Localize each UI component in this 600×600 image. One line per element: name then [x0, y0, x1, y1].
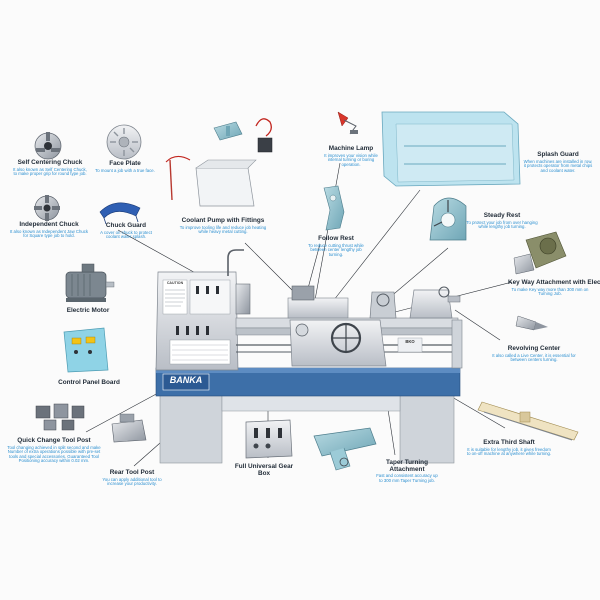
third-shaft-desc: It is suitable for lengthy job, it gives… — [466, 446, 552, 457]
model-badge-text: BKO — [405, 339, 415, 344]
electric-motor-title: Electric Motor — [66, 307, 110, 314]
coolant-pump-image — [165, 118, 273, 207]
splash-guard-connector — [329, 189, 421, 306]
chuck-guard-desc: A cover on chuck to protect coolant wate… — [100, 229, 152, 240]
follow-rest-image — [323, 185, 345, 231]
caution-plate — [162, 279, 188, 315]
model-badge — [397, 337, 423, 353]
revolving-center-connector — [454, 309, 501, 341]
taper-turning-title: Taper Turning Attachment — [385, 459, 428, 473]
control-panel-title: Control Panel Board — [58, 379, 120, 386]
steady-rest-label: Steady Rest To protect your job from ove… — [466, 212, 538, 230]
independent-chuck-title: Independent Chuck — [19, 221, 79, 228]
steady-rest-image — [429, 197, 467, 241]
revolving-center-title: Revolving Center — [507, 345, 561, 352]
brand-logo-plate — [162, 373, 210, 391]
coolant-pump-desc: To improve tooling life and reduce job h… — [179, 224, 267, 235]
rear-tool-post-label: Rear Tool Post You can apply additional … — [100, 469, 164, 487]
key-way-attachment-image — [513, 231, 567, 275]
splash-guard-desc: When machines are installed in row, it p… — [523, 158, 593, 173]
face-plate-image — [106, 124, 142, 160]
steady-rest-title: Steady Rest — [483, 212, 521, 219]
independent-chuck-image — [34, 195, 60, 221]
chuck-guard-label: Chuck Guard A cover on chuck to protect … — [94, 222, 158, 240]
coolant-pump-title: Coolant Pump with Fittings — [181, 217, 265, 224]
control-panel-image — [63, 327, 109, 373]
chuck-guard-image — [99, 202, 141, 225]
independent-chuck-label: Independent Chuck It also known as Indep… — [8, 221, 90, 239]
gear-box-label: Full Universal Gear Box — [234, 463, 294, 477]
brand-logo: BANKA — [169, 375, 203, 385]
left-base-cabinet — [159, 394, 223, 464]
coolant-pump-label: Coolant Pump with Fittings To improve to… — [176, 217, 270, 235]
splash-guard-label: Splash Guard When machines are installed… — [522, 151, 594, 173]
steady-rest-desc: To protect your job from over hanging wh… — [466, 219, 538, 230]
rear-tool-post-title: Rear Tool Post — [109, 469, 155, 476]
quick-change-label: Quick Change Tool Post Tool changing ach… — [6, 437, 102, 464]
self-centering-chuck-desc: It also known as Self Centering Chuck, t… — [13, 166, 87, 177]
machine-lamp-title: Machine Lamp — [328, 145, 374, 152]
face-plate-desc: To mount a job with a true face. — [95, 167, 155, 173]
self-centering-chuck-image — [34, 132, 62, 160]
caution-plate-text: CAUTION — [166, 281, 184, 285]
tailstock — [409, 289, 453, 319]
speed-chart-plate — [169, 339, 231, 365]
lathe-machine — [155, 249, 463, 464]
key-way-desc: To make Key way more than 300 mm on Turn… — [511, 286, 589, 297]
machine-lamp-image — [337, 111, 358, 135]
quick-change-desc: Tool changing achieved in split second a… — [7, 444, 101, 464]
right-base-cabinet — [399, 394, 455, 464]
taper-turning-attachment-image — [313, 427, 377, 471]
carriage — [287, 297, 349, 319]
self-centering-chuck-title: Self Centering Chuck — [17, 159, 83, 166]
key-way-label: Key Way Attachment with Electric Motor T… — [508, 279, 600, 297]
follow-rest-label: Follow Rest To reduce cutting thrust whi… — [306, 235, 366, 257]
electric-motor-image — [65, 263, 115, 302]
quick-change-connector — [85, 391, 161, 433]
machine-lamp-label: Machine Lamp It improves your vision whi… — [318, 145, 384, 167]
taper-turning-label: Taper Turning Attachment Fast and consis… — [376, 459, 438, 483]
third-shaft-title: Extra Third Shaft — [483, 439, 535, 446]
splash-guard-title: Splash Guard — [537, 151, 579, 158]
rear-tool-post-image — [111, 413, 147, 443]
self-centering-chuck-label: Self Centering Chuck It also known as Se… — [12, 159, 88, 177]
extra-third-shaft-image — [477, 401, 579, 441]
quick-change-title: Quick Change Tool Post — [17, 437, 91, 444]
follow-rest-desc: To reduce cutting thrust while between c… — [308, 242, 364, 257]
quick-change-tool-post-image — [35, 403, 85, 431]
third-shaft-label: Extra Third Shaft It is suitable for len… — [466, 439, 552, 457]
gear-box-title: Full Universal Gear Box — [234, 463, 294, 477]
revolving-center-label: Revolving Center It also called a Live C… — [492, 345, 576, 363]
taper-turning-desc: Fast and consistent accuracy up to 300 m… — [376, 473, 438, 483]
apron — [289, 319, 387, 367]
face-plate-title: Face Plate — [109, 160, 141, 167]
independent-chuck-desc: It also known as Independent Jaw Chuck f… — [9, 228, 89, 239]
key-way-title: Key Way Attachment with Electric Motor — [508, 279, 600, 286]
revolving-center-image — [515, 315, 548, 331]
follow-rest-title: Follow Rest — [318, 235, 354, 242]
machine-lamp-desc: It improves your vision while internal t… — [324, 152, 378, 167]
chuck-guard-title: Chuck Guard — [105, 222, 147, 229]
machine-lamp-connector — [314, 162, 341, 301]
lathe-chuck — [235, 283, 251, 315]
revolving-center-desc: It also called a Live Center, it is esse… — [492, 352, 576, 363]
rear-tool-post-desc: You can apply additional tool to increas… — [102, 476, 162, 487]
electric-motor-label: Electric Motor — [52, 307, 124, 315]
gear-box-image — [245, 419, 293, 459]
control-panel-label: Control Panel Board — [44, 379, 134, 387]
tool-post — [291, 285, 315, 301]
splash-guard-image — [381, 111, 521, 187]
face-plate-label: Face Plate To mount a job with a true fa… — [90, 160, 160, 173]
